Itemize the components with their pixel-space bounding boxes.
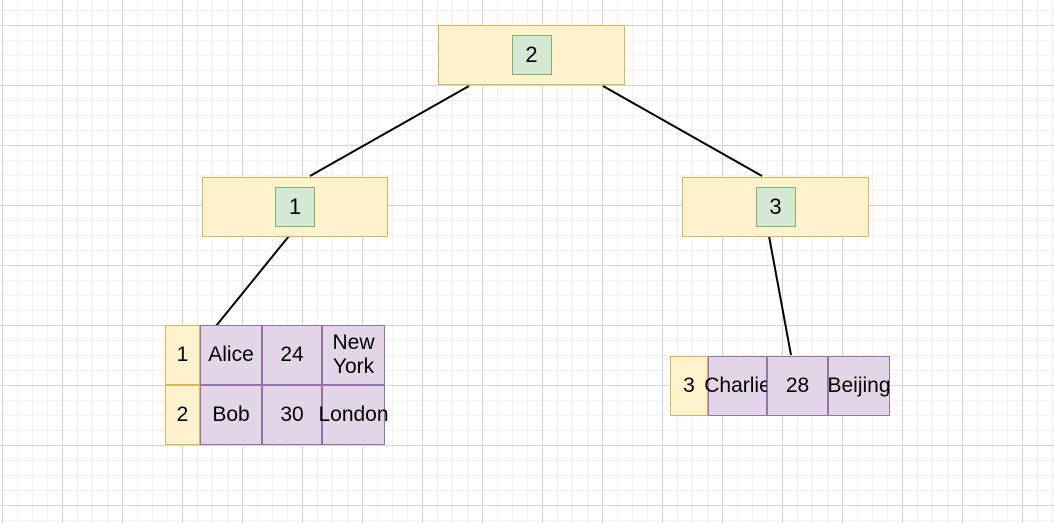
table-cell-name[interactable]: Alice [200, 325, 262, 385]
leaf-table-left[interactable]: 1 Alice 24 New York 2 Bob 30 London [165, 325, 389, 445]
node-key-badge[interactable]: 2 [511, 35, 552, 75]
table-cell-name[interactable]: Bob [200, 385, 262, 445]
edge-right-node-to-right-table[interactable] [768, 235, 792, 356]
node-key-label: 1 [288, 194, 302, 219]
table-cell-id[interactable]: 3 [670, 356, 708, 416]
leaf-table-right[interactable]: 3 Charlie 28 Beijing [670, 356, 891, 416]
table-cell-city[interactable]: London [318, 385, 389, 445]
node-key-label: 3 [769, 194, 782, 219]
table-cell-id[interactable]: 1 [165, 325, 200, 385]
table-cell-age[interactable]: 30 [262, 385, 322, 445]
node-key-badge[interactable]: 1 [275, 187, 315, 227]
edge-root-to-left-node[interactable] [309, 85, 470, 177]
table-cell-id[interactable]: 2 [165, 385, 200, 445]
edge-root-to-right-node[interactable] [602, 85, 763, 177]
edge-left-node-to-left-table[interactable] [215, 235, 290, 327]
table-cell-age[interactable]: 24 [262, 325, 322, 385]
table-cell-name[interactable]: Charlie [704, 356, 771, 416]
tree-node-right[interactable]: 3 [682, 177, 869, 237]
node-key-badge[interactable]: 3 [755, 187, 796, 227]
table-cell-age[interactable]: 28 [767, 356, 828, 416]
node-key-label: 2 [525, 42, 538, 67]
table-cell-city[interactable]: New York [322, 325, 385, 385]
tree-node-root[interactable]: 2 [438, 25, 625, 85]
tree-node-left[interactable]: 1 [202, 177, 388, 237]
table-cell-city[interactable]: Beijing [827, 356, 891, 416]
